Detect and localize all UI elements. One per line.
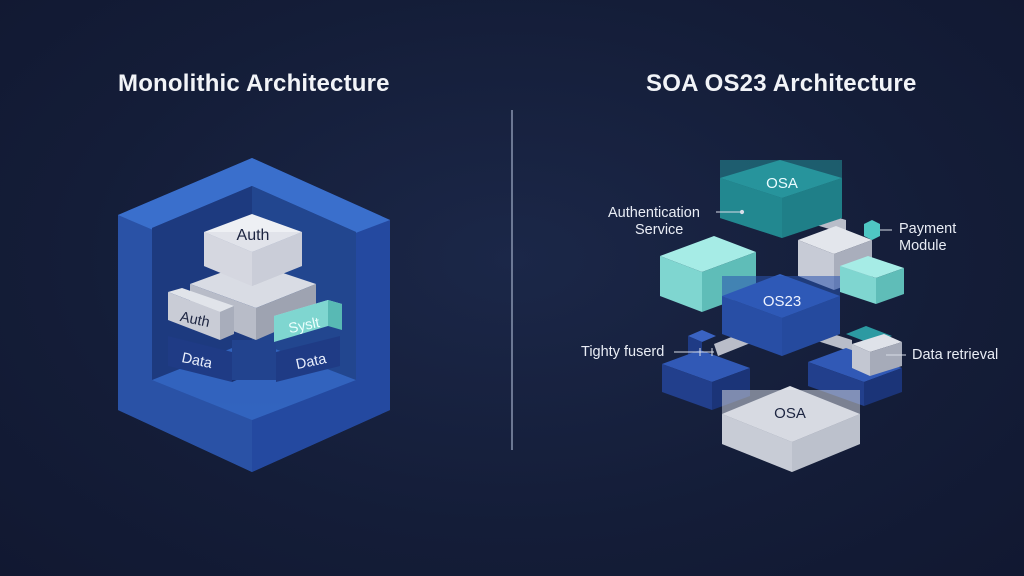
syslt-block-face [274,300,328,342]
auth-left-label: Auth [179,309,212,331]
annotation-leaders [674,209,906,356]
payment-mint-side [876,268,904,304]
mint-left-top [660,236,756,272]
payment-mint-top [840,256,904,278]
tf-large-left [662,364,712,410]
mint-left-face [660,256,702,312]
os23-center-block [722,274,840,356]
auth-service-annotation: Authentication Service [608,205,700,239]
auth-top-label: Auth [237,227,270,244]
auth-left-block-face [168,292,220,340]
os23-front [722,276,840,356]
payment-annotation-line1: Payment [899,221,957,237]
auth-annotation-line2: Service [635,222,684,238]
osa-top-block [720,160,842,238]
soa-title: SOA OS23 Architecture [646,70,917,97]
data-left-label: Data [180,350,214,372]
osa-bottom-block [722,386,860,472]
middle-block-right [256,284,316,340]
osa-bottom-front [722,390,860,472]
soa-block-labels: OSA OS23 OSA [763,175,806,422]
data-retrieval-annotation: Data retrieval [912,347,999,363]
dr-silver-face [852,344,870,376]
center-divider [511,110,513,450]
auth-top-block-front [204,232,302,286]
data-retrieval-block [808,326,902,406]
auth-left-block-top [168,288,234,312]
payment-module-annotation: Payment Module [899,221,956,255]
auth-left-block-side [220,306,234,340]
payment-annotation-line2: Module [899,238,947,254]
dr-silver-top [852,334,902,352]
auth-leader-dot [739,209,745,215]
osa-bottom-label: OSA [774,405,806,422]
data-center-block [232,340,276,380]
os23-label: OS23 [763,293,801,310]
payment-silver-top [798,226,872,254]
osa-top-label: OSA [766,175,798,192]
syslt-block-side [328,300,342,330]
payment-hex-node [864,220,880,240]
monolith-labels: Auth Auth Syslt Data Data [179,227,329,373]
payment-mint-face [840,266,876,304]
monolithic-title: Monolithic Architecture [118,70,390,97]
osa-front [720,160,842,238]
data-right-block-face [276,336,340,382]
tf-large-top [662,350,750,382]
syslt-label: Syslt [287,315,321,337]
data-left-block-face [168,336,232,382]
dr-silver-side [870,342,902,376]
monolith-blocks [168,214,342,382]
data-right-label: Data [295,351,329,373]
tightly-fused-annotation: Tighty fuserd [581,344,665,360]
auth-annotation-line1: Authentication [608,205,700,221]
dr-right [864,368,902,406]
